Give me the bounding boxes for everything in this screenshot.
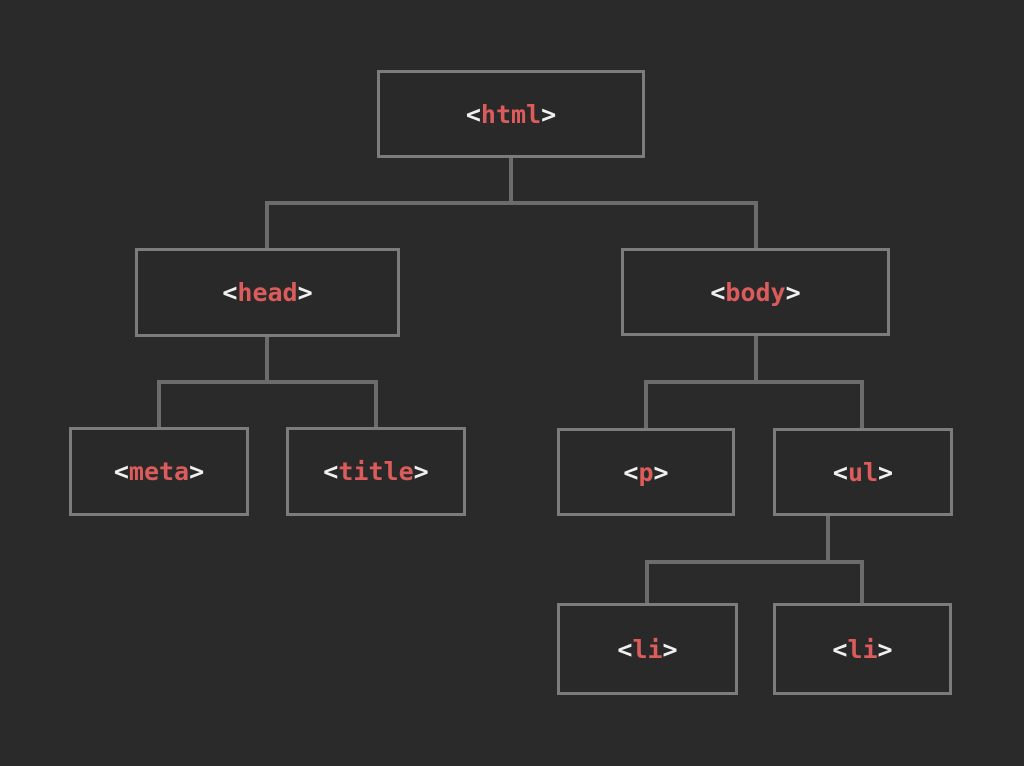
node-head: <head> [135, 248, 400, 337]
node-head-open-bracket: < [222, 278, 238, 307]
edge-p-branch [644, 380, 648, 429]
edge-head-trunk [265, 337, 269, 384]
edge-li-2-branch [860, 560, 864, 604]
node-html-open-bracket: < [465, 99, 481, 129]
node-meta-open-bracket: < [113, 457, 129, 486]
edge-title-branch [374, 380, 378, 428]
node-ul-close-bracket: > [878, 457, 894, 487]
node-ul: <ul> [773, 428, 953, 516]
node-head-tag-name: head [237, 278, 298, 307]
node-p-close-bracket: > [653, 457, 669, 487]
node-html: <html> [377, 70, 645, 158]
edge-li-1-branch [645, 560, 649, 604]
edge-body-branch [754, 201, 758, 249]
node-title-open-bracket: < [323, 457, 339, 486]
edge-body-trunk [754, 336, 758, 384]
node-li-2: <li> [773, 603, 952, 695]
node-meta-close-bracket: > [189, 457, 205, 486]
edge-html-trunk [509, 158, 513, 205]
node-li-1-close-bracket: > [662, 634, 678, 664]
node-meta: <meta> [69, 427, 249, 516]
edge-meta-branch [157, 380, 161, 428]
node-li-2-close-bracket: > [877, 634, 893, 664]
node-body-close-bracket: > [785, 277, 801, 307]
edge-ul-trunk [826, 516, 830, 564]
node-title-close-bracket: > [413, 457, 429, 486]
edge-head-rail [157, 380, 378, 384]
node-li-1-tag-name: li [632, 634, 663, 664]
node-p: <p> [557, 428, 735, 516]
node-head-close-bracket: > [297, 278, 313, 307]
node-li-1-open-bracket: < [617, 634, 633, 664]
node-body-open-bracket: < [710, 277, 726, 307]
edge-head-branch [265, 201, 269, 249]
edge-ul-rail [645, 560, 864, 564]
node-html-tag-name: html [480, 99, 542, 129]
node-li-2-tag-name: li [847, 634, 878, 664]
node-title: <title> [286, 427, 466, 516]
node-html-close-bracket: > [541, 99, 557, 129]
edge-html-rail [265, 201, 758, 205]
edge-body-rail [644, 380, 864, 384]
node-body-tag-name: body [725, 277, 786, 307]
node-ul-tag-name: ul [847, 457, 879, 487]
node-p-open-bracket: < [623, 457, 639, 487]
node-li-2-open-bracket: < [832, 634, 848, 664]
node-li-1: <li> [557, 603, 738, 695]
node-p-tag-name: p [638, 457, 654, 487]
node-meta-tag-name: meta [128, 457, 190, 486]
edge-ul-branch [860, 380, 864, 429]
node-body: <body> [621, 248, 890, 336]
node-ul-open-bracket: < [832, 457, 848, 487]
node-title-tag-name: title [338, 457, 414, 486]
